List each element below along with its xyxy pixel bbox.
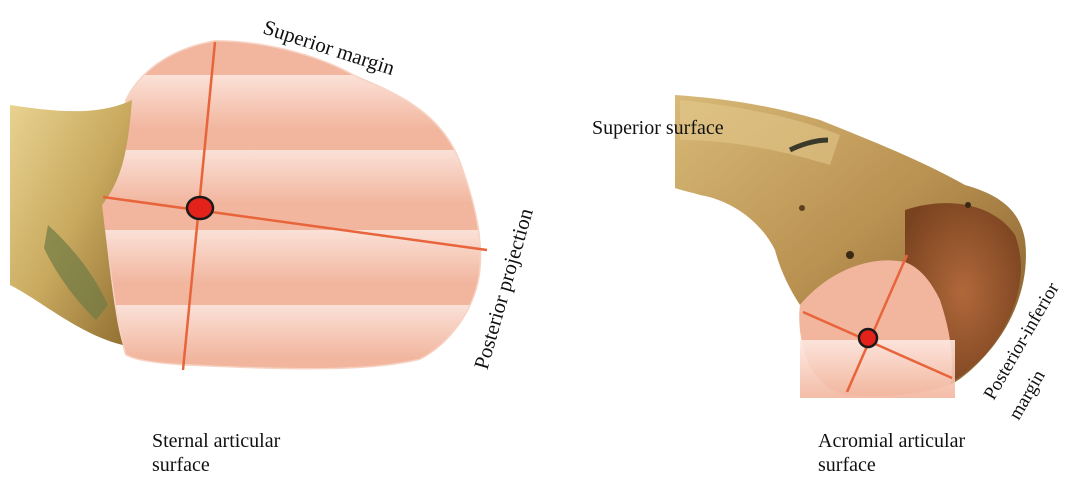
label-sternal-articular-line2: surface (152, 452, 210, 478)
label-acromial-articular-line1: Acromial articular (818, 428, 965, 454)
label-superior-surface: Superior surface (592, 115, 724, 141)
acromial-center-point (859, 329, 877, 347)
sternal-center-point (187, 197, 213, 219)
label-sternal-articular-line1: Sternal articular (152, 428, 280, 454)
label-acromial-articular-line2: surface (818, 452, 876, 478)
